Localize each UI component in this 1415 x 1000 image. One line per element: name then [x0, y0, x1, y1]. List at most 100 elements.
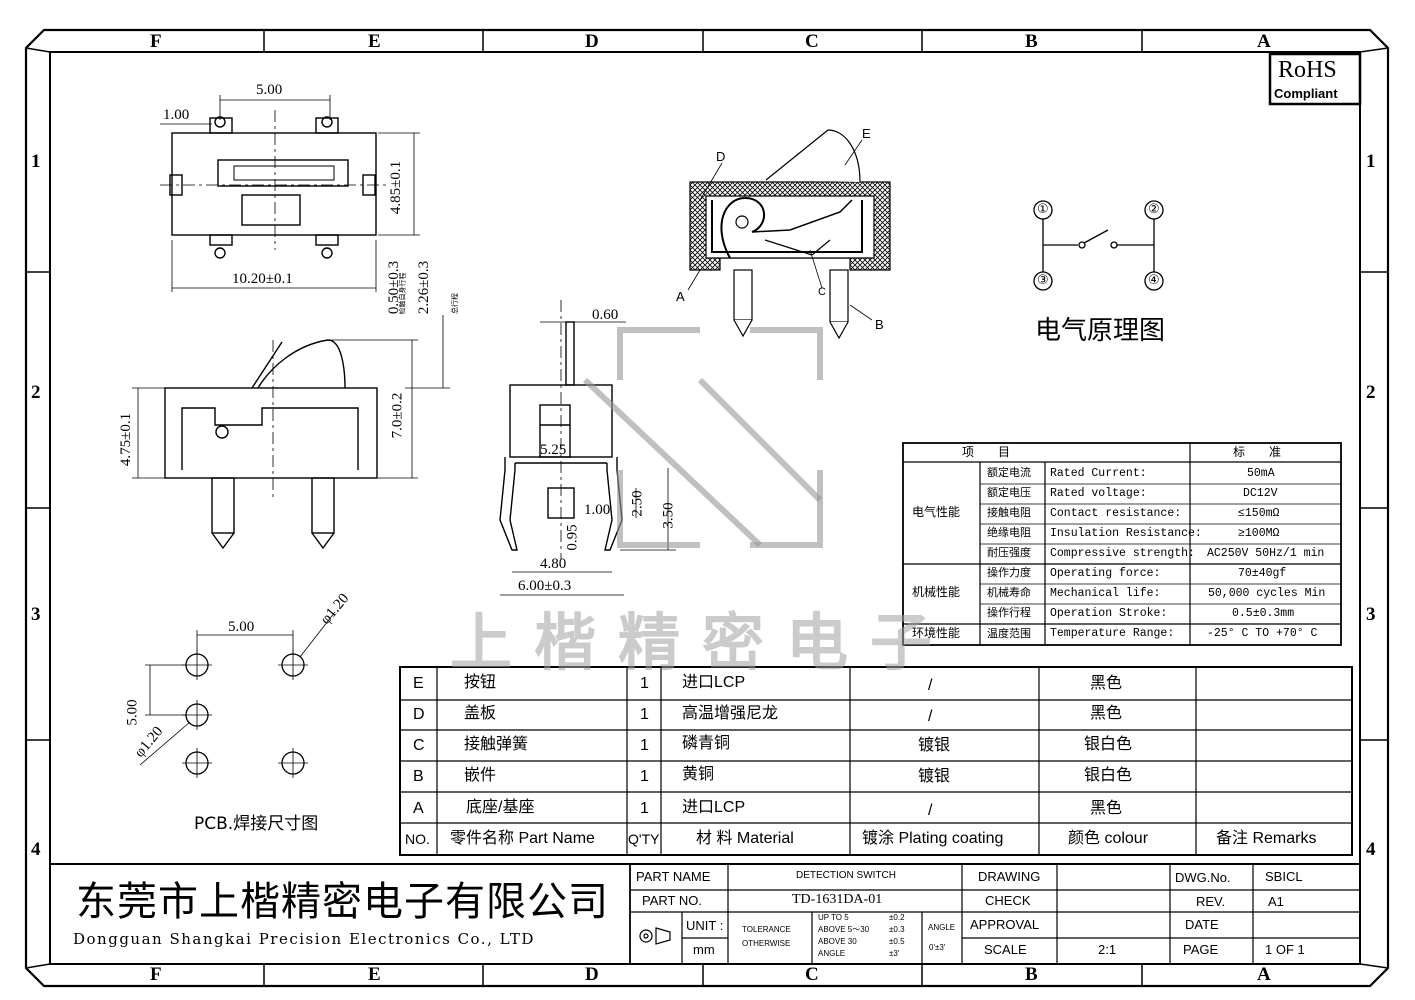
tb-unit-label: UNIT :	[686, 918, 724, 933]
bom-row-e-name: 按钮	[464, 674, 497, 691]
spec-row-cn: 耐压强度	[987, 546, 1031, 559]
sheet-frame	[24, 28, 1390, 988]
dim-0-50-note: 检触自身行程	[398, 272, 407, 315]
zone-row-4-left: 4	[31, 839, 41, 860]
section-label-e: E	[862, 126, 871, 141]
schematic-title: 电气原理图	[1035, 316, 1166, 346]
top-view	[160, 95, 420, 292]
tb-approval-label: APPROVAL	[970, 917, 1040, 932]
zone-row-2-left: 2	[31, 382, 41, 403]
zone-col-f-bottom: F	[150, 964, 162, 985]
section-label-a: A	[676, 289, 685, 304]
bom-row-b-qty: 1	[640, 768, 649, 785]
bom-row-c-no: C	[413, 737, 425, 754]
dim-4-85: 4.85±0.1	[388, 160, 405, 215]
spec-header-item: 项 目	[962, 445, 1011, 459]
bom-header-remarks: 备注 Remarks	[1216, 830, 1317, 847]
zone-col-a-top: A	[1257, 31, 1271, 52]
dim-4-75: 4.75±0.1	[118, 412, 135, 467]
bom-row-e-qty: 1	[640, 675, 649, 692]
bom-header-no: NO.	[405, 831, 430, 847]
tb-page-value: 1 OF 1	[1265, 942, 1305, 957]
spec-row-cn: 额定电流	[987, 466, 1031, 479]
bom-row-d-name: 盖板	[464, 705, 497, 722]
pcb-dim-5-00-h: 5.00	[228, 619, 255, 635]
zone-col-c-bottom: C	[805, 964, 819, 985]
tb-part-no: TD-1631DA-01	[792, 892, 883, 907]
spec-header-std: 标 准	[1233, 445, 1282, 459]
dim-2-26: 2.26±0.3	[416, 260, 433, 315]
dim-0-60: 0.60	[592, 307, 619, 323]
spec-row-value: 0.5±0.3mm	[1232, 607, 1295, 620]
tb-angle-value: 0'±3'	[929, 943, 946, 952]
tb-tol-row: ABOVE 5～30	[818, 925, 870, 934]
spec-row-value: DC12V	[1243, 487, 1278, 500]
rohs-label: RoHS	[1278, 57, 1337, 83]
spec-row-en: Compressive strength:	[1050, 547, 1195, 560]
spec-row-cn: 接触电阻	[987, 506, 1031, 519]
pcb-footprint	[139, 611, 336, 778]
bom-row-e-material: 进口LCP	[682, 674, 746, 691]
spec-row-en: Operating force:	[1050, 567, 1161, 580]
zone-col-a-bottom: A	[1257, 964, 1271, 985]
watermark-text: 上楷精密电子	[450, 606, 955, 679]
dim-0-95: 0.95	[564, 524, 581, 551]
bom-row-d-plating: /	[928, 708, 933, 725]
tb-unit: mm	[693, 942, 715, 957]
spec-row-en: Rated voltage:	[1050, 487, 1147, 500]
bom-row-c-name: 接触弹簧	[464, 736, 529, 753]
spec-row-en: Contact resistance:	[1050, 507, 1182, 520]
title-block	[50, 863, 1360, 964]
spec-row-value: ≤150mΩ	[1238, 507, 1280, 520]
tb-part-name: DETECTION SWITCH	[796, 870, 896, 881]
zone-col-d-top: D	[585, 31, 599, 52]
spec-row-value: 50,000 cycles Min	[1208, 587, 1326, 600]
zone-col-f-top: F	[150, 31, 162, 52]
tb-part-name-label: PART NAME	[636, 869, 711, 884]
spec-row-value: 70±40gf	[1238, 567, 1287, 580]
spec-row-en: Insulation Resistance:	[1050, 527, 1202, 540]
zone-col-e-top: E	[368, 31, 381, 52]
bom-row-a-material: 进口LCP	[682, 799, 746, 816]
zone-col-c-top: C	[805, 31, 819, 52]
bom-row-d-colour: 黑色	[1090, 705, 1123, 722]
front-view	[499, 300, 676, 596]
bom-header-qty: Q'TY	[628, 831, 660, 847]
tb-tol-row: ANGLE	[818, 949, 846, 958]
rohs-compliant: Compliant	[1274, 86, 1338, 101]
bom-row-c-plating: 镀银	[918, 737, 951, 754]
tb-rev-label: REV.	[1196, 894, 1226, 909]
bom-row-b-plating: 镀银	[918, 768, 951, 785]
tb-tol-val: ±3'	[889, 949, 900, 958]
dim-10-20: 10.20±0.1	[232, 271, 293, 287]
dim-5-00-top: 5.00	[256, 82, 283, 98]
bom-table	[399, 666, 1353, 856]
bom-row-a-name: 底座/基座	[466, 799, 535, 816]
tb-page-label: PAGE	[1183, 942, 1219, 957]
tb-drawing-label: DRAWING	[978, 869, 1041, 884]
tb-tol-val: ±0.3	[889, 925, 905, 934]
spec-row-en: Rated Current:	[1050, 467, 1147, 480]
tb-rev-value: A1	[1268, 894, 1284, 909]
section-label-b: B	[875, 317, 884, 332]
dim-6-00: 6.00±0.3	[518, 578, 572, 594]
bom-header-plating: 镀涂 Plating coating	[862, 830, 1004, 847]
zone-row-3-left: 3	[31, 604, 41, 625]
bom-row-a-colour: 黑色	[1090, 800, 1123, 817]
bom-row-d-qty: 1	[640, 706, 649, 723]
bom-row-b-name: 嵌件	[464, 767, 497, 784]
dim-4-80: 4.80	[540, 556, 567, 572]
spec-row-cn: 温度范围	[987, 627, 1031, 640]
bom-row-d-no: D	[413, 706, 425, 723]
spec-row-en: Temperature Range:	[1050, 627, 1175, 640]
watermark-logo	[582, 327, 823, 548]
bom-row-c-material: 磷青铜	[682, 735, 731, 752]
spec-row-en: Mechanical life:	[1050, 587, 1161, 600]
spec-group-mechanical: 机械性能	[912, 585, 961, 599]
spec-row-cn: 操作行程	[987, 606, 1031, 619]
company-name-en: Dongguan Shangkai Precision Electronics …	[73, 930, 535, 948]
spec-row-cn: 机械寿命	[987, 586, 1031, 599]
pin-3-label: ③	[1037, 272, 1049, 287]
zone-row-1-left: 1	[31, 151, 41, 172]
pin-1-label: ①	[1037, 201, 1049, 216]
